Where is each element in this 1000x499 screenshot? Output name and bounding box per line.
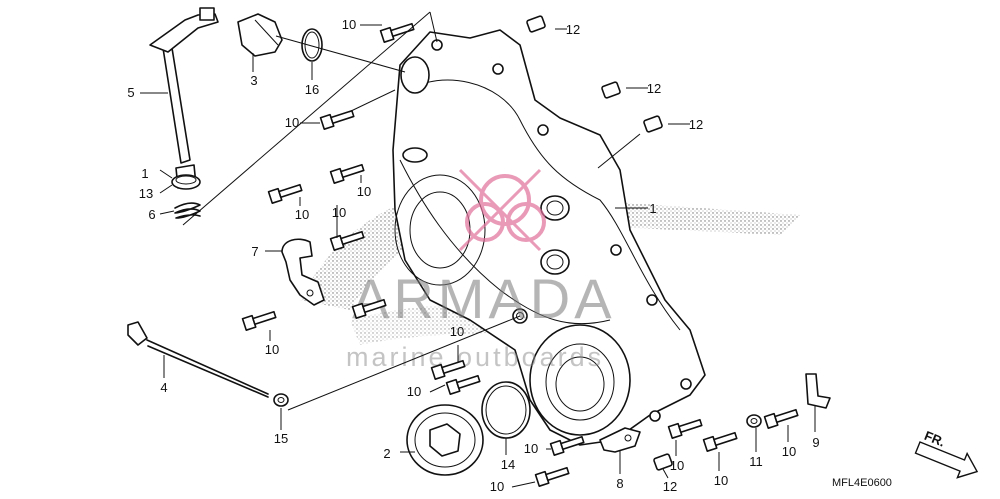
part-3-cap (237, 13, 283, 57)
callout-c-16: 16 (305, 82, 319, 97)
part-2-cap (406, 404, 484, 476)
part-7-clamp (281, 238, 325, 306)
callout-c-10e: 10 (332, 205, 346, 220)
front-direction-arrow: FR. (914, 428, 979, 479)
callout-c-4: 4 (160, 380, 167, 395)
drawing-code: MFL4E0600 (832, 477, 892, 489)
callout-c-12c: 12 (689, 117, 703, 132)
callout-c-10d: 10 (295, 207, 309, 222)
bolts-10 (241, 22, 799, 487)
callout-c-5: 5 (127, 85, 134, 100)
callout-c-10a: 10 (342, 17, 356, 32)
callout-c-9: 9 (812, 435, 819, 450)
part-15-washer (273, 393, 289, 407)
callout-c-10g: 10 (450, 324, 464, 339)
callout-c-10l: 10 (714, 473, 728, 488)
watermark-logo (458, 168, 546, 252)
callout-c-7: 7 (251, 244, 258, 259)
callout-c-2: 2 (383, 446, 390, 461)
callout-c-10m: 10 (782, 444, 796, 459)
callout-c-10k: 10 (670, 458, 684, 473)
callout-c-10i: 10 (524, 441, 538, 456)
callout-c-1a: 1 (649, 201, 656, 216)
watermark-brand: ARMADA (352, 267, 616, 330)
part-8-bracket (599, 427, 641, 453)
callout-c-11: 11 (749, 454, 763, 469)
part-16-o-ring (301, 28, 323, 62)
part-5-shaft (149, 7, 219, 189)
callout-c-13: 13 (139, 186, 153, 201)
callout-c-10f: 10 (265, 342, 279, 357)
callout-c-10b: 10 (285, 115, 299, 130)
part-11-washer (746, 414, 762, 428)
callout-c-8: 8 (616, 476, 623, 491)
front-direction-label: FR. (922, 428, 947, 450)
leader-lines (140, 11, 816, 488)
watermark-tagline: marine outboards (346, 342, 604, 372)
part-6-spring (174, 202, 201, 219)
right-crankcase-cover (392, 29, 706, 446)
part-4-dipstick (127, 321, 269, 398)
callout-c-6: 6 (148, 207, 155, 222)
part-14-o-ring (481, 381, 531, 439)
callout-c-10h: 10 (407, 384, 421, 399)
part-9-bracket (805, 373, 831, 409)
callout-c-1b: 1 (141, 166, 148, 181)
callout-c-12b: 12 (647, 81, 661, 96)
callout-c-14: 14 (501, 457, 515, 472)
callout-c-15: 15 (274, 431, 288, 446)
callout-c-3: 3 (250, 73, 257, 88)
callout-c-10j: 10 (490, 479, 504, 494)
callout-c-10c: 10 (357, 184, 371, 199)
dowel-pins-12 (526, 15, 673, 471)
callout-c-12a: 12 (566, 22, 580, 37)
part-13-seal (171, 174, 201, 190)
callout-c-12d: 12 (663, 479, 677, 494)
